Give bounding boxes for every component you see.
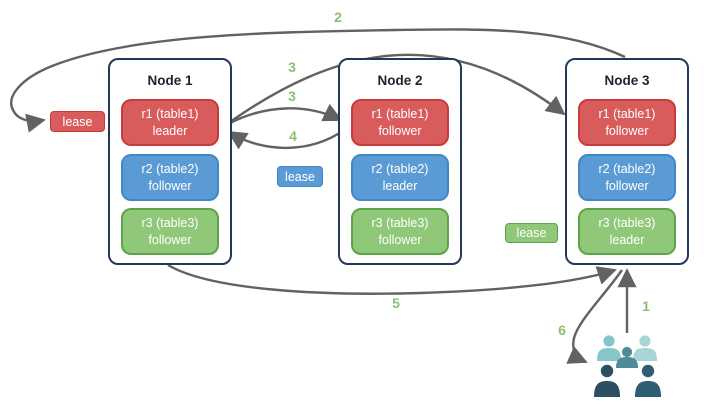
replica-name: r1 (table1) (598, 107, 656, 121)
step-label-5: 5 (392, 295, 400, 311)
lease-label: lease (285, 169, 315, 184)
lease-label: lease (516, 226, 547, 240)
arrow-step-3-leader-to-node2 (229, 103, 343, 125)
replica-role: follower (378, 232, 422, 247)
node-2-title: Node 2 (377, 73, 423, 88)
arrow-step-4-node2-to-leader (227, 129, 345, 150)
replica-role: leader (152, 123, 188, 138)
replica-name: r1 (table1) (141, 107, 199, 121)
step-label-4: 4 (289, 128, 297, 144)
node-1-box: Node 1 r1 (table1) leader r2 (table2) fo… (108, 58, 232, 265)
replica-role: leader (609, 232, 645, 247)
lease-label: lease (62, 114, 93, 129)
arrow-step-6-node3-to-client (566, 269, 623, 364)
replica-role: follower (148, 232, 192, 247)
step-label-6: 6 (558, 322, 566, 338)
node2-replica-r3: r3 (table3) follower (351, 208, 449, 255)
node-3-box: Node 3 r1 (table1) follower r2 (table2) … (565, 58, 689, 265)
lease-tag-table1: lease (50, 111, 105, 132)
node-2-box: Node 2 r1 (table1) follower r2 (table2) … (338, 58, 462, 265)
node1-replica-r1: r1 (table1) leader (121, 99, 219, 146)
arrow-step-5-node1-to-node3 (167, 263, 617, 295)
node2-replica-r2: r2 (table2) leader (351, 154, 449, 201)
users-group-icon (594, 335, 661, 397)
replica-name: r2 (table2) (141, 162, 199, 176)
step-label-1: 1 (642, 298, 650, 314)
node3-replica-r1: r1 (table1) follower (578, 99, 676, 146)
lease-tag-table3: lease (505, 223, 558, 243)
node3-replica-r2: r2 (table2) follower (578, 154, 676, 201)
replica-role: follower (605, 178, 649, 193)
replica-name: r2 (table2) (371, 162, 429, 176)
arrow-step-3-leader-to-node3 (229, 53, 566, 123)
replica-name: r1 (table1) (371, 107, 429, 121)
node2-replica-r1: r1 (table1) follower (351, 99, 449, 146)
node3-replica-r3: r3 (table3) leader (578, 208, 676, 255)
replica-role: follower (378, 123, 422, 138)
step-label-3a: 3 (288, 59, 296, 75)
replica-name: r3 (table3) (598, 216, 656, 230)
node1-replica-r3: r3 (table3) follower (121, 208, 219, 255)
replica-name: r3 (table3) (141, 216, 199, 230)
step-label-2: 2 (334, 9, 342, 25)
node-1-title: Node 1 (147, 73, 193, 88)
replica-role: leader (382, 178, 418, 193)
arrow-step-2-node3-to-lease (10, 28, 626, 133)
replica-role: follower (605, 123, 649, 138)
replica-role: follower (148, 178, 192, 193)
step-label-3b: 3 (288, 88, 296, 104)
replica-name: r2 (table2) (598, 162, 656, 176)
lease-tag-table2: lease (277, 166, 323, 187)
node1-replica-r2: r2 (table2) follower (121, 154, 219, 201)
replica-name: r3 (table3) (371, 216, 429, 230)
node-3-title: Node 3 (604, 73, 650, 88)
